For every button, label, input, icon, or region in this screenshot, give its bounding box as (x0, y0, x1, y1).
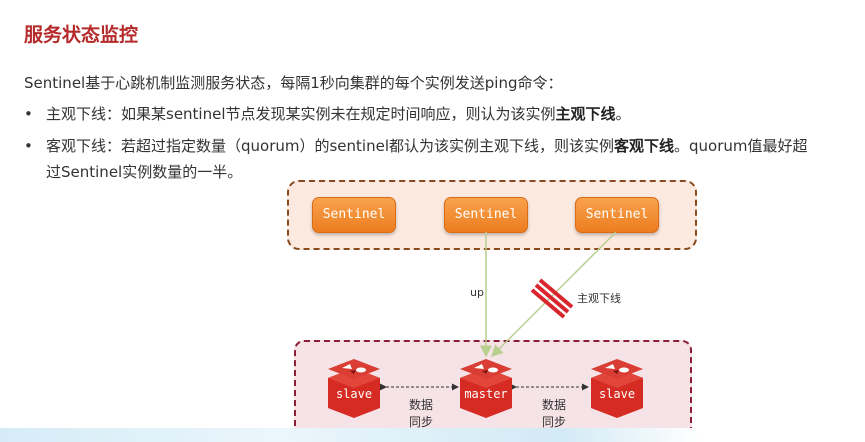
sync-label-line: 数据 (541, 398, 566, 412)
bullet-text-suffix: 。quorum值最好超 (674, 137, 808, 155)
sync-label-line: 同步 (541, 415, 566, 429)
node-label-slave-right: slave (599, 387, 635, 401)
decorative-wave-strip (0, 428, 700, 442)
sync-label-right: 数据 同步 (539, 397, 569, 431)
page-title: 服务状态监控 (24, 24, 139, 46)
sync-label-line: 同步 (408, 415, 433, 429)
bullet-text-bold: 客观下线 (614, 137, 675, 155)
edge-label-up: up (470, 286, 484, 299)
bullet-text: 客观下线：若超过指定数量（quorum）的sentinel都认为该实例主观下线，… (46, 133, 808, 159)
bullet-dot: • (24, 105, 33, 123)
bullet-text-prefix: 主观下线：如果某sentinel节点发现某实例未在规定时间响应，则认为该实例 (46, 105, 556, 123)
sentinel-node-2: Sentinel (444, 197, 528, 233)
bullet-text-bold: 主观下线 (555, 105, 616, 123)
bullet-text: 主观下线：如果某sentinel节点发现某实例未在规定时间响应，则认为该实例主观… (46, 101, 631, 127)
node-label-slave-left: slave (336, 387, 372, 401)
bullet-text-line2: 过Sentinel实例数量的一半。 (46, 163, 243, 181)
bullet-text-prefix: 客观下线：若超过指定数量（quorum）的sentinel都认为该实例主观下线，… (46, 137, 614, 155)
bullet-text-suffix: 。 (615, 105, 631, 123)
sentinel-node-1: Sentinel (312, 197, 396, 233)
edge-label-subjective-down: 主观下线 (577, 292, 621, 305)
bullet-dot: • (24, 137, 33, 155)
break-mark-icon (530, 278, 574, 319)
sync-label-line: 数据 (408, 398, 433, 412)
sentinel-node-3: Sentinel (575, 197, 659, 233)
intro-text: Sentinel基于心跳机制监测服务状态，每隔1秒向集群的每个实例发送ping命… (24, 74, 563, 92)
sync-label-left: 数据 同步 (406, 397, 436, 431)
node-label-master: master (464, 387, 507, 401)
